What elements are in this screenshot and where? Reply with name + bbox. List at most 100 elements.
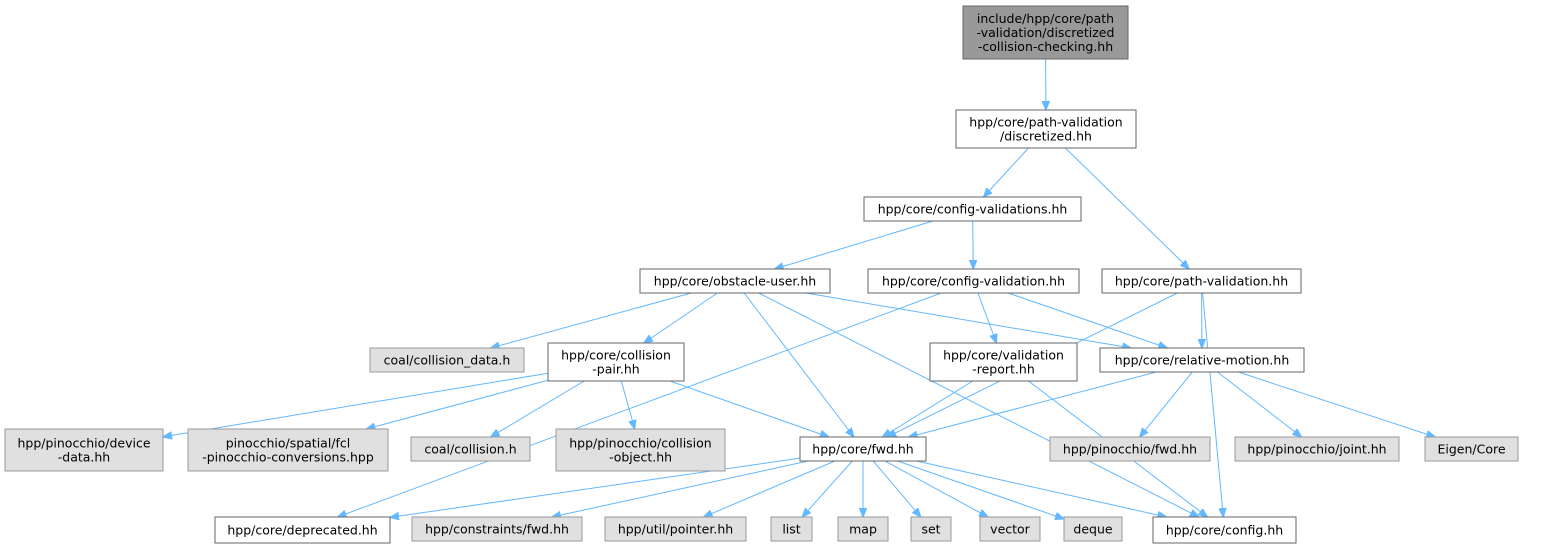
node-label-line: coal/collision_data.h <box>384 353 511 368</box>
node-label-line: deque <box>1073 522 1112 537</box>
node-box <box>410 436 531 462</box>
edge-relative_motion-to-pinocchio_joint <box>1217 371 1302 437</box>
node-fcl-pinocchio: pinocchio/spatial/fcl-pinocchio-conversi… <box>187 428 389 472</box>
node-box <box>979 516 1041 542</box>
node-box <box>547 342 685 382</box>
node-box <box>1424 436 1519 462</box>
node-box <box>1049 436 1211 462</box>
node-map: map <box>837 516 889 542</box>
edge-obstacle_user-to-relative_motion <box>805 292 1131 348</box>
node-label-line: hpp/pinocchio/device <box>17 436 150 451</box>
node-label-line: -object.hh <box>609 450 672 465</box>
node-config[interactable]: hpp/core/config.hh <box>1152 516 1297 544</box>
node-box <box>867 268 1080 294</box>
edge-config_validation-to-deprecated <box>338 292 942 517</box>
edge-collision_pair-to-collision_object <box>620 380 634 429</box>
node-device-data: hpp/pinocchio/device-data.hh <box>4 428 164 472</box>
edge-relative_motion-to-eigen_core <box>1238 371 1435 437</box>
node-deprecated[interactable]: hpp/core/deprecated.hh <box>214 516 391 544</box>
edge-config_validations-to-obstacle_user <box>775 220 934 269</box>
edge-path_validation-to-config <box>1202 292 1224 517</box>
node-label-line: hpp/core/config.hh <box>1166 523 1283 538</box>
edge-obstacle_user-to-coal_collision_data <box>491 292 692 348</box>
node-label-line: hpp/core/path-validation.hh <box>1115 274 1288 289</box>
node-validation-report[interactable]: hpp/core/validation-report.hh <box>929 342 1078 382</box>
node-pinocchio-joint: hpp/pinocchio/joint.hh <box>1234 436 1400 462</box>
edge-core_fwd-to-config <box>916 460 1167 517</box>
edge-config_validation-to-relative_motion <box>1008 292 1167 348</box>
node-label-line: -validation/discretized <box>977 25 1115 40</box>
node-label-line: hpp/core/relative-motion.hh <box>1115 353 1290 368</box>
node-label-line: -pinocchio-conversions.hpp <box>202 450 374 465</box>
edge-obstacle_user-to-collision_pair <box>644 292 718 343</box>
node-box <box>411 516 583 542</box>
edge-collision_pair-to-coal_collision <box>491 380 585 437</box>
node-constraints-fwd: hpp/constraints/fwd.hh <box>411 516 583 542</box>
edge-obstacle_user-to-core_fwd <box>743 292 854 437</box>
node-coal-collision: coal/collision.h <box>410 436 531 462</box>
node-box <box>639 268 831 294</box>
node-core-fwd[interactable]: hpp/core/fwd.hh <box>799 436 927 462</box>
edge-config_validations-to-config_validation <box>973 220 974 269</box>
node-pv-discretized[interactable]: hpp/core/path-validation/discretized.hh <box>955 109 1137 149</box>
node-root[interactable]: include/hpp/core/path-validation/discret… <box>962 5 1129 60</box>
node-label-line: hpp/util/pointer.hh <box>618 522 733 537</box>
node-label-line: list <box>782 522 800 537</box>
node-label-line: hpp/pinocchio/fwd.hh <box>1063 442 1197 457</box>
node-relative-motion[interactable]: hpp/core/relative-motion.hh <box>1099 347 1305 373</box>
node-box <box>929 342 1078 382</box>
edge-collision_pair-to-core_fwd <box>669 380 829 437</box>
node-box <box>187 428 389 472</box>
node-box <box>1234 436 1400 462</box>
node-box <box>955 109 1137 149</box>
edge-core_fwd-to-util_pointer <box>704 460 836 517</box>
node-deque: deque <box>1063 516 1123 542</box>
node-box <box>555 428 726 472</box>
node-label-line: hpp/core/deprecated.hh <box>227 523 377 538</box>
node-pinocchio-fwd: hpp/pinocchio/fwd.hh <box>1049 436 1211 462</box>
edge-pv_discretized-to-path_validation <box>1065 147 1189 269</box>
node-label-line: -data.hh <box>58 450 110 465</box>
node-box <box>799 436 927 462</box>
node-config-validation[interactable]: hpp/core/config-validation.hh <box>867 268 1080 294</box>
node-list: list <box>770 516 813 542</box>
node-util-pointer: hpp/util/pointer.hh <box>604 516 747 542</box>
node-eigen-core: Eigen/Core <box>1424 436 1519 462</box>
node-box <box>1099 347 1305 373</box>
edge-collision_pair-to-fcl_pinocchio <box>366 379 549 429</box>
node-obstacle-user[interactable]: hpp/core/obstacle-user.hh <box>639 268 831 294</box>
edge-core_fwd-to-constraints_fwd <box>552 460 809 517</box>
node-box <box>1152 516 1297 544</box>
nodes-layer: include/hpp/core/path-validation/discret… <box>4 5 1519 544</box>
node-box <box>962 5 1129 60</box>
edge-relative_motion-to-pinocchio_fwd <box>1140 371 1193 437</box>
node-box <box>910 516 952 542</box>
node-label-line: pinocchio/spatial/fcl <box>226 436 351 451</box>
edge-collision_pair-to-device_data <box>163 372 549 437</box>
node-label-line: map <box>849 522 877 537</box>
node-box <box>770 516 813 542</box>
edge-core_fwd-to-vector <box>884 460 988 517</box>
node-box <box>4 428 164 472</box>
node-label-line: hpp/core/config-validation.hh <box>882 274 1065 289</box>
node-box <box>604 516 747 542</box>
node-coal-collision-data: coal/collision_data.h <box>369 347 525 373</box>
node-path-validation[interactable]: hpp/core/path-validation.hh <box>1101 268 1302 294</box>
node-config-validations[interactable]: hpp/core/config-validations.hh <box>863 196 1082 222</box>
node-label-line: /discretized.hh <box>1000 129 1092 144</box>
node-box <box>863 196 1082 222</box>
node-box <box>214 516 391 544</box>
edge-config_validation-to-validation_report <box>977 292 997 343</box>
node-collision-pair[interactable]: hpp/core/collision-pair.hh <box>547 342 685 382</box>
edge-pv_discretized-to-config_validations <box>984 147 1029 197</box>
node-label-line: hpp/pinocchio/joint.hh <box>1247 442 1386 457</box>
node-label-line: Eigen/Core <box>1437 442 1505 457</box>
node-label-line: hpp/pinocchio/collision <box>569 436 711 451</box>
node-collision-object: hpp/pinocchio/collision-object.hh <box>555 428 726 472</box>
node-label-line: -pair.hh <box>592 362 639 377</box>
node-box <box>369 347 525 373</box>
edge-relative_motion-to-core_fwd <box>909 371 1157 437</box>
node-label-line: hpp/core/path-validation <box>969 115 1122 130</box>
node-label-line: set <box>921 522 940 537</box>
